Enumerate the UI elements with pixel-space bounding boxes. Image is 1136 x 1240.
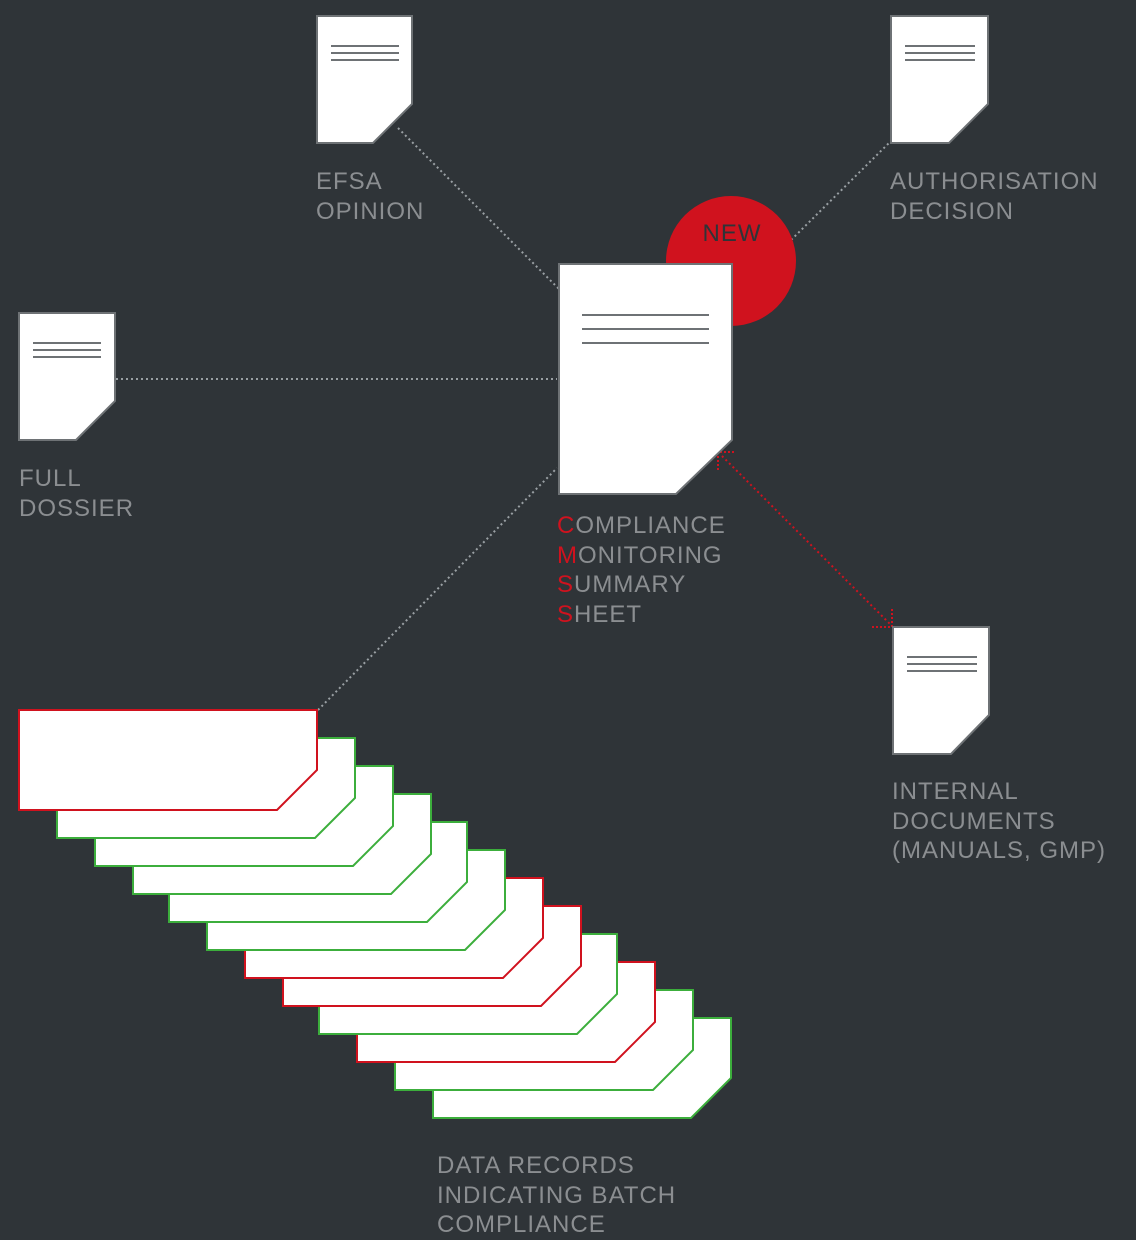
full-dossier-document-icon: [18, 312, 116, 441]
connector-records-to-cmss: [317, 467, 558, 711]
new-badge-label: NEW: [702, 220, 762, 247]
internal-documents-document-icon: [892, 626, 990, 755]
data-records-label: DATA RECORDS INDICATING BATCH COMPLIANCE: [437, 1152, 677, 1238]
cmss-line-sheet: SHEET: [557, 600, 643, 628]
connector-efsa-to-cmss: [397, 127, 561, 291]
cmss-line-monitoring: MONITORING: [557, 541, 723, 569]
connector-authorisation-to-cmss: [784, 139, 893, 247]
internal-documents-label: INTERNAL DOCUMENTS (MANUALS, GMP): [892, 778, 1107, 864]
efsa-opinion-label: EFSA OPINION: [316, 168, 425, 225]
connector-internal-to-cmss: [721, 455, 891, 625]
full-dossier-label: FULL DOSSIER: [19, 465, 135, 522]
authorisation-decision-label: AUTHORISATION DECISION: [890, 168, 1099, 225]
data-records-stack: [18, 709, 732, 1119]
cmss-label: COMPLIANCE MONITORING SUMMARY SHEET: [557, 511, 726, 629]
efsa-opinion-document-icon: [316, 15, 413, 144]
cmss-line-summary: SUMMARY: [557, 571, 687, 598]
authorisation-decision-document-icon: [890, 15, 989, 144]
cmss-line-compliance: COMPLIANCE: [557, 512, 726, 539]
cmss-document-icon: [558, 263, 733, 495]
data-record-sheet: [18, 709, 318, 811]
